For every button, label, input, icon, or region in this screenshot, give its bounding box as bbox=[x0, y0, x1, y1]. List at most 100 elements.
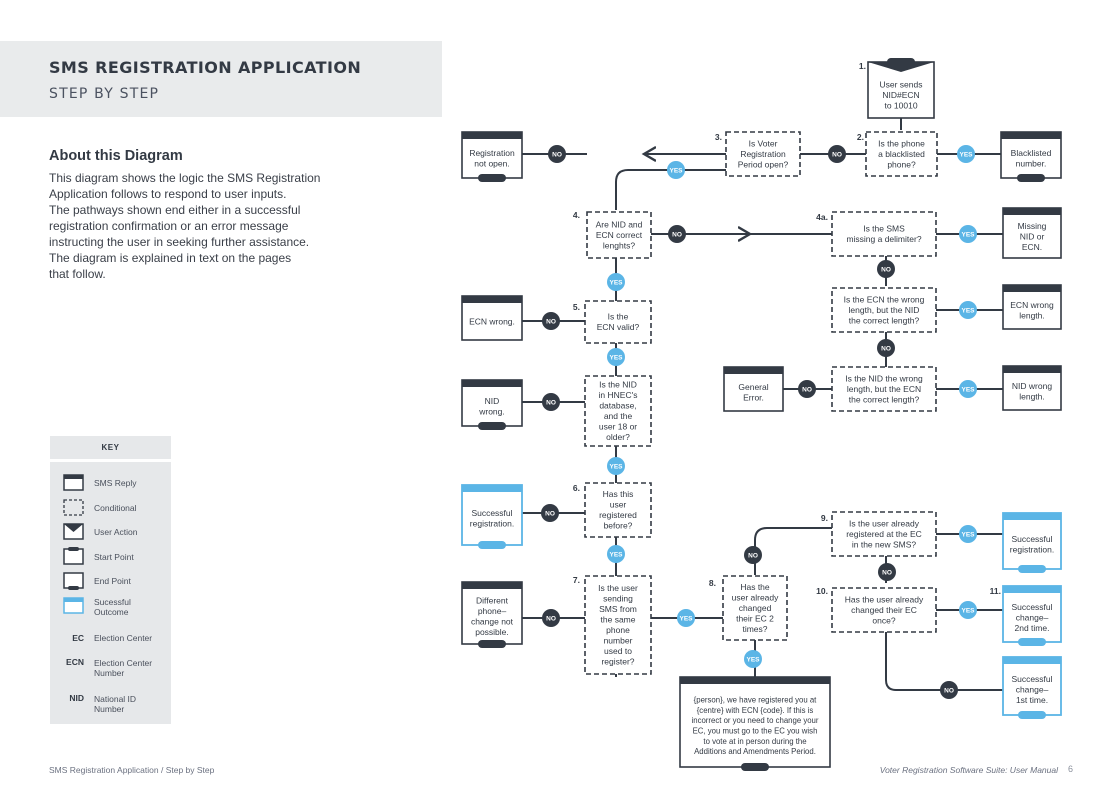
key-title: KEY bbox=[50, 436, 171, 459]
node-text: User sends bbox=[880, 79, 923, 89]
about-line: that follow. bbox=[49, 267, 106, 281]
node-text: Has the bbox=[740, 582, 770, 592]
no-badge: NO bbox=[542, 609, 560, 627]
key-label-start-point: Start Point bbox=[94, 552, 134, 562]
node-text: {person}, we have registered you at bbox=[694, 696, 817, 705]
no-badge-label: NO bbox=[882, 570, 892, 577]
key-abbr-nid: NID bbox=[69, 693, 84, 703]
connector bbox=[615, 169, 761, 210]
node-text: the same bbox=[601, 615, 636, 625]
yes-badge-label: YES bbox=[746, 657, 760, 664]
step-number: 9. bbox=[821, 513, 828, 523]
node-text: ECN wrong bbox=[1010, 300, 1054, 310]
about-line: registration confirmation or an error me… bbox=[49, 219, 289, 233]
node-text: in the new SMS? bbox=[852, 539, 917, 549]
yes-badge: YES bbox=[607, 348, 625, 366]
node-text: NID wrong bbox=[1012, 381, 1052, 391]
node-text: missing a delimiter? bbox=[846, 234, 921, 244]
node-text: {centre} with ECN {code}. If this is bbox=[697, 706, 814, 715]
yes-badge-label: YES bbox=[609, 464, 623, 471]
node-text: not open. bbox=[474, 159, 509, 169]
node-text: older? bbox=[606, 432, 630, 442]
node-text: Different bbox=[476, 596, 509, 606]
end-point-marker bbox=[478, 174, 506, 182]
yes-badge-label: YES bbox=[961, 232, 975, 239]
yes-badge-label: YES bbox=[961, 308, 975, 315]
yes-badge-label: YES bbox=[609, 355, 623, 362]
yes-badge-label: YES bbox=[961, 608, 975, 615]
node-text: NID#ECN bbox=[882, 90, 919, 100]
yes-badge-label: YES bbox=[961, 532, 975, 539]
node-text: changed their EC bbox=[851, 605, 917, 615]
node-text: register? bbox=[601, 657, 634, 667]
start-point-marker bbox=[887, 58, 915, 66]
node-text: ECN wrong. bbox=[469, 316, 515, 326]
no-badge-label: NO bbox=[552, 152, 562, 159]
yes-badge: YES bbox=[959, 301, 977, 319]
key-label-end-point: End Point bbox=[94, 576, 131, 586]
node-text: phone? bbox=[887, 159, 916, 169]
node-text: once? bbox=[872, 615, 895, 625]
end-point-marker bbox=[1017, 174, 1045, 182]
no-badge: NO bbox=[828, 145, 846, 163]
node-text: number bbox=[604, 636, 633, 646]
about-line: Application follows to respond to user i… bbox=[49, 187, 287, 201]
page-title: SMS REGISTRATION APPLICATION bbox=[49, 58, 362, 77]
node-text: Has this bbox=[603, 489, 634, 499]
no-badge: NO bbox=[542, 312, 560, 330]
node-text: before? bbox=[604, 521, 633, 531]
node-text: database, bbox=[599, 401, 636, 411]
node-text: to vote at in person during the bbox=[703, 737, 806, 746]
about-line: The pathways shown end either in a succe… bbox=[49, 203, 301, 217]
key-label-successful-outcome: Sucessful Outcome bbox=[94, 597, 131, 617]
yes-badge: YES bbox=[607, 545, 625, 563]
node-text: Is the phone bbox=[878, 138, 925, 148]
node-text: 1st time. bbox=[1016, 695, 1048, 705]
node-text: Period open? bbox=[738, 159, 789, 169]
node-text: Registration bbox=[469, 148, 515, 158]
yes-badge: YES bbox=[607, 273, 625, 291]
node-text: Is the SMS bbox=[863, 224, 905, 234]
about-line: This diagram shows the logic the SMS Reg… bbox=[49, 171, 321, 185]
node-text: their EC 2 bbox=[736, 613, 774, 623]
yes-badge: YES bbox=[959, 225, 977, 243]
node-text: ECN. bbox=[1022, 242, 1042, 252]
node-text: change not bbox=[471, 617, 514, 627]
node-text: changed bbox=[739, 603, 772, 613]
about-line: instructing the user in seeking further … bbox=[49, 235, 310, 249]
no-badge-label: NO bbox=[832, 152, 842, 159]
no-badge-label: NO bbox=[545, 511, 555, 518]
connector bbox=[754, 527, 832, 575]
node-text: to 10010 bbox=[884, 100, 917, 110]
no-badge: NO bbox=[877, 260, 895, 278]
node-text: and the bbox=[604, 411, 633, 421]
node-text: length, but the NID bbox=[849, 305, 920, 315]
node-text: Is the ECN the wrong bbox=[844, 294, 925, 304]
node-text: phone bbox=[606, 625, 630, 635]
yes-badge: YES bbox=[959, 601, 977, 619]
yes-badge-label: YES bbox=[959, 152, 973, 159]
no-badge: NO bbox=[744, 546, 762, 564]
page-subtitle: STEP BY STEP bbox=[49, 86, 160, 102]
key-label-user-action: User Action bbox=[94, 527, 138, 537]
node-text: length. bbox=[1019, 311, 1045, 321]
footer-right: Voter Registration Software Suite: User … bbox=[879, 765, 1058, 775]
node-text: phone– bbox=[478, 606, 507, 616]
node-text: ECN correct bbox=[596, 230, 643, 240]
step-number: 4a. bbox=[816, 212, 828, 222]
node-text: Is the NID the wrong bbox=[845, 373, 923, 383]
node-text: Blacklisted bbox=[1011, 148, 1052, 158]
node-text: change– bbox=[1016, 612, 1049, 622]
no-badge-label: NO bbox=[881, 346, 891, 353]
node-text: wrong. bbox=[478, 407, 505, 417]
yes-badge-label: YES bbox=[679, 616, 693, 623]
node-text: user bbox=[610, 500, 627, 510]
